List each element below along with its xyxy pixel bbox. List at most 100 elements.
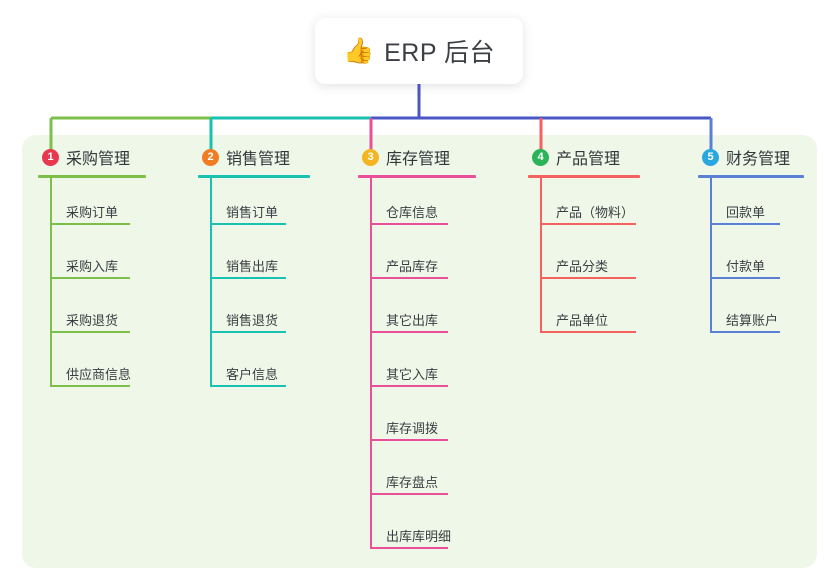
leaf-label: 库存盘点 — [386, 475, 439, 490]
leaf-rule — [210, 385, 286, 387]
leaf-rule — [710, 223, 780, 225]
column-header-rule — [528, 175, 640, 178]
leaf-rule — [710, 277, 780, 279]
leaf-node[interactable]: 销售退货 — [198, 286, 310, 340]
leaf-label: 产品（物料） — [556, 205, 635, 220]
leaf-label: 仓库信息 — [386, 205, 439, 220]
column-header[interactable]: 1 采购管理 — [38, 145, 146, 169]
leaf-rule — [370, 277, 448, 279]
leaf-label: 结算账户 — [726, 313, 779, 328]
leaf-rule — [540, 331, 636, 333]
leaf-label: 产品库存 — [386, 259, 439, 274]
thumbs-up-icon: 👍 — [342, 36, 375, 65]
leaf-label: 产品分类 — [556, 259, 609, 274]
leaf-node[interactable]: 仓库信息 — [358, 178, 476, 232]
leaf-label: 回款单 — [726, 205, 766, 220]
leaf-rule — [50, 331, 130, 333]
leaf-rule — [540, 277, 636, 279]
leaf-rule — [370, 547, 448, 549]
column-index-badge: 2 — [202, 148, 219, 166]
leaf-label: 客户信息 — [226, 367, 279, 382]
leaf-rule — [370, 439, 448, 441]
leaf-node[interactable]: 采购订单 — [38, 178, 146, 232]
leaf-node[interactable]: 销售出库 — [198, 232, 310, 286]
leaf-node[interactable]: 产品（物料） — [528, 178, 640, 232]
leaf-label: 供应商信息 — [66, 367, 132, 382]
leaf-rule — [370, 331, 448, 333]
column-title: 产品管理 — [556, 151, 621, 168]
column-header[interactable]: 4 产品管理 — [528, 145, 640, 169]
leaf-label: 出库库明细 — [386, 529, 452, 544]
leaf-rule — [210, 331, 286, 333]
leaf-rule — [710, 331, 780, 333]
leaf-node[interactable]: 付款单 — [698, 232, 804, 286]
leaf-label: 付款单 — [726, 259, 766, 274]
column-header-rule — [698, 175, 804, 178]
column-采购管理: 1 采购管理采购订单采购入库采购退货供应商信息 — [38, 145, 146, 394]
column-items: 销售订单销售出库销售退货客户信息 — [198, 178, 310, 394]
leaf-label: 库存调拨 — [386, 421, 439, 436]
leaf-rule — [370, 385, 448, 387]
column-header[interactable]: 3 库存管理 — [358, 145, 476, 169]
leaf-rule — [540, 223, 636, 225]
leaf-label: 销售出库 — [226, 259, 279, 274]
column-库存管理: 3 库存管理仓库信息产品库存其它出库其它入库库存调拨库存盘点出库库明细 — [358, 145, 476, 556]
leaf-node[interactable]: 其它出库 — [358, 286, 476, 340]
leaf-node[interactable]: 出库库明细 — [358, 502, 476, 556]
column-header-rule — [358, 175, 476, 178]
leaf-node[interactable]: 产品单位 — [528, 286, 640, 340]
column-title: 采购管理 — [66, 151, 131, 168]
column-title: 库存管理 — [386, 151, 451, 168]
leaf-rule — [50, 385, 130, 387]
leaf-node[interactable]: 结算账户 — [698, 286, 804, 340]
column-spine — [50, 178, 52, 387]
leaf-rule — [370, 493, 448, 495]
column-spine — [370, 178, 372, 549]
leaf-rule — [370, 223, 448, 225]
column-财务管理: 5 财务管理回款单付款单结算账户 — [698, 145, 804, 340]
column-items: 回款单付款单结算账户 — [698, 178, 804, 340]
leaf-node[interactable]: 库存调拨 — [358, 394, 476, 448]
leaf-node[interactable]: 库存盘点 — [358, 448, 476, 502]
leaf-label: 采购退货 — [66, 313, 119, 328]
leaf-label: 其它出库 — [386, 313, 439, 328]
column-spine — [540, 178, 542, 333]
leaf-label: 采购订单 — [66, 205, 119, 220]
leaf-node[interactable]: 供应商信息 — [38, 340, 146, 394]
leaf-node[interactable]: 回款单 — [698, 178, 804, 232]
column-items: 采购订单采购入库采购退货供应商信息 — [38, 178, 146, 394]
column-销售管理: 2 销售管理销售订单销售出库销售退货客户信息 — [198, 145, 310, 394]
column-header[interactable]: 2 销售管理 — [198, 145, 310, 169]
root-node[interactable]: 👍 ERP 后台 — [315, 18, 523, 84]
column-title: 财务管理 — [726, 151, 791, 168]
leaf-label: 销售订单 — [226, 205, 279, 220]
leaf-rule — [210, 277, 286, 279]
leaf-node[interactable]: 客户信息 — [198, 340, 310, 394]
column-title: 销售管理 — [226, 151, 291, 168]
column-index-badge: 4 — [532, 148, 549, 166]
leaf-label: 采购入库 — [66, 259, 119, 274]
leaf-node[interactable]: 其它入库 — [358, 340, 476, 394]
column-header[interactable]: 5 财务管理 — [698, 145, 804, 169]
root-title: ERP 后台 — [384, 39, 496, 67]
column-header-rule — [38, 175, 146, 178]
leaf-rule — [50, 277, 130, 279]
leaf-node[interactable]: 产品库存 — [358, 232, 476, 286]
column-index-badge: 1 — [42, 148, 59, 166]
leaf-node[interactable]: 销售订单 — [198, 178, 310, 232]
leaf-rule — [50, 223, 130, 225]
leaf-rule — [210, 223, 286, 225]
column-spine — [210, 178, 212, 387]
column-index-badge: 3 — [362, 148, 379, 166]
column-header-rule — [198, 175, 310, 178]
leaf-node[interactable]: 采购退货 — [38, 286, 146, 340]
leaf-node[interactable]: 产品分类 — [528, 232, 640, 286]
leaf-label: 其它入库 — [386, 367, 439, 382]
column-产品管理: 4 产品管理产品（物料） 产品分类产品单位 — [528, 145, 640, 340]
leaf-label: 销售退货 — [226, 313, 279, 328]
column-items: 仓库信息产品库存其它出库其它入库库存调拨库存盘点出库库明细 — [358, 178, 476, 556]
leaf-node[interactable]: 采购入库 — [38, 232, 146, 286]
column-index-badge: 5 — [702, 148, 719, 166]
column-spine — [710, 178, 712, 333]
